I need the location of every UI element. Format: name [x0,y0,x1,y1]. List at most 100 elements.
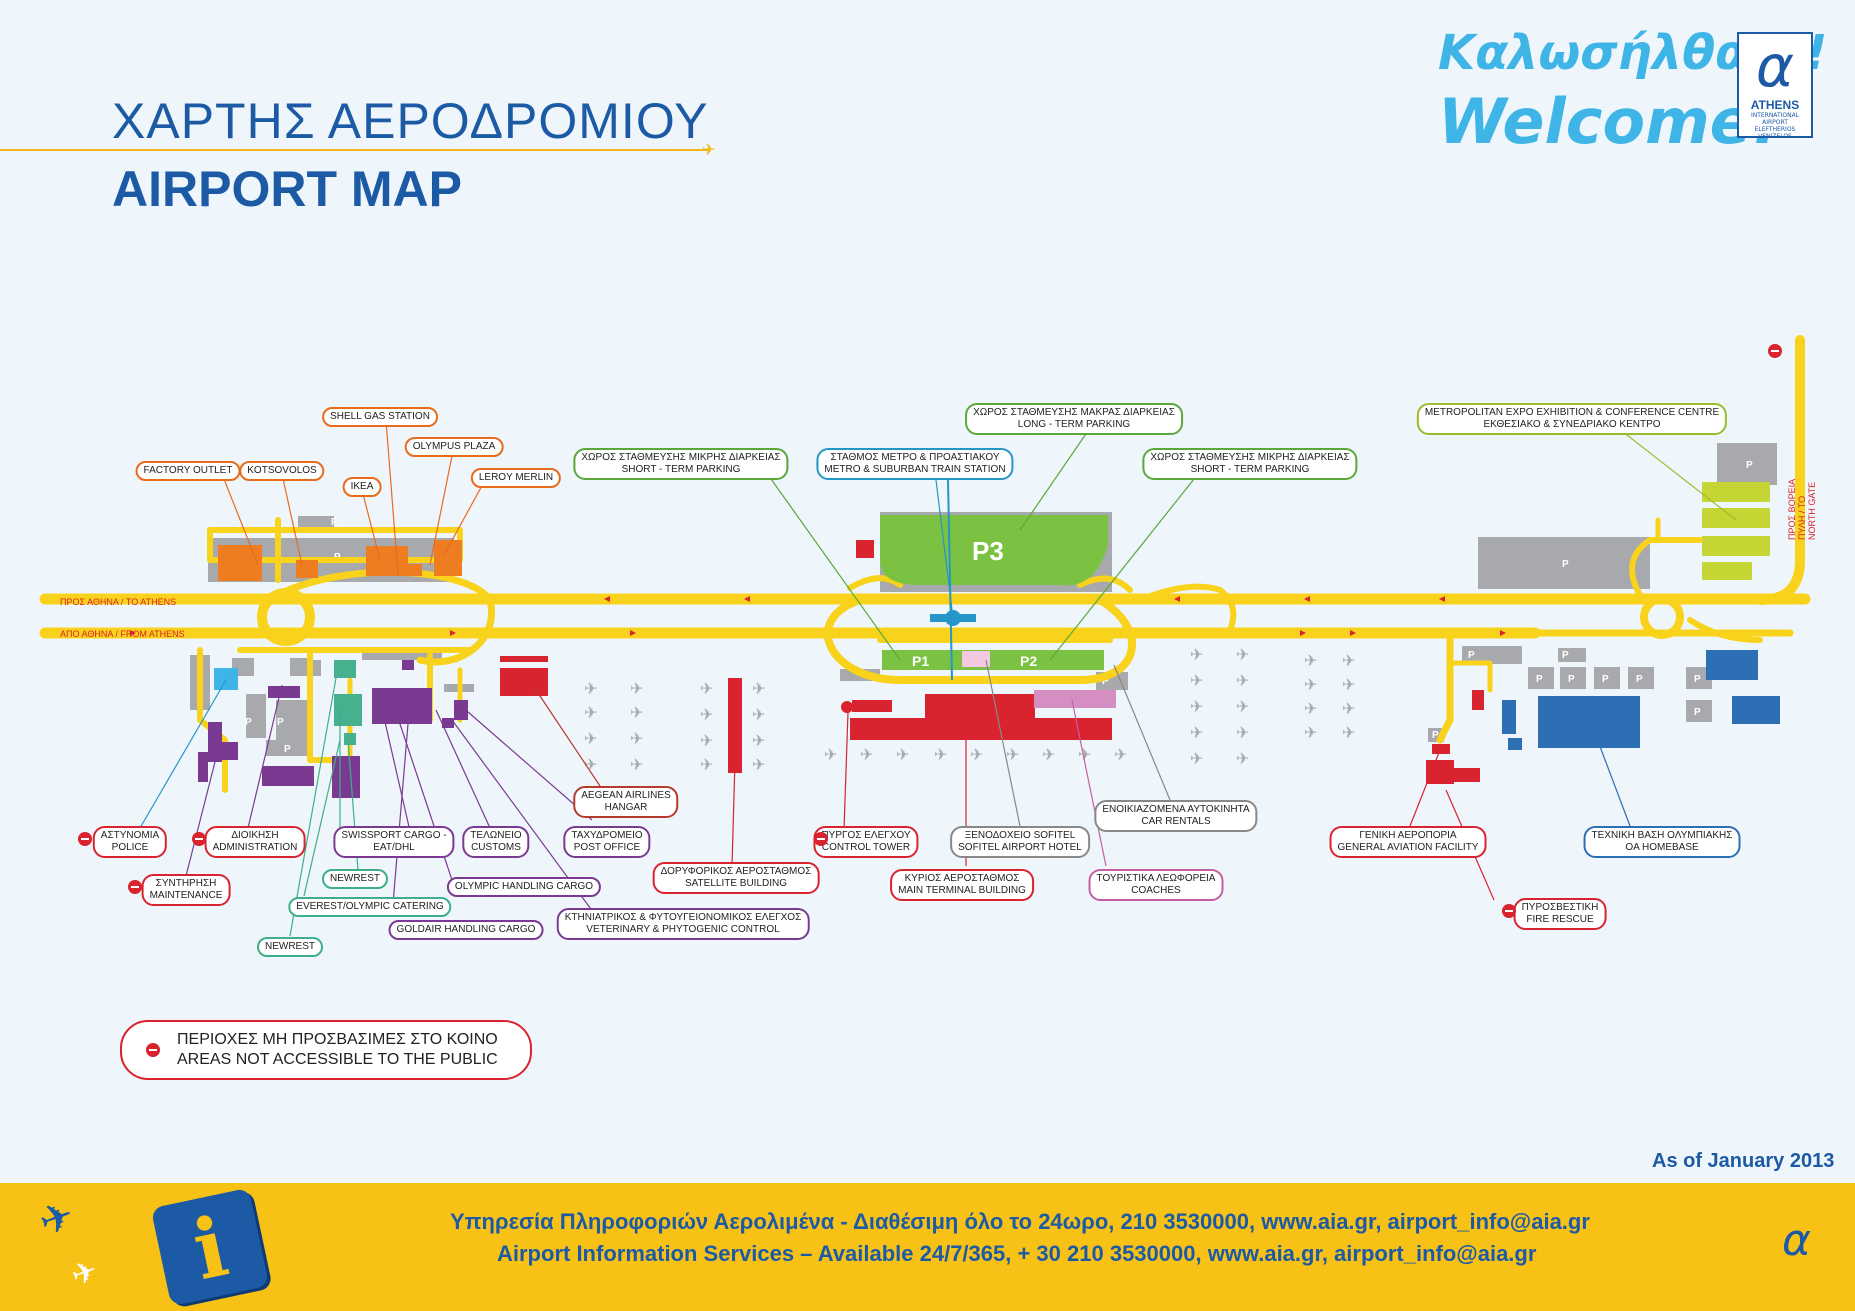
p2-label: P2 [1020,653,1037,669]
svg-text:✈: ✈ [1190,697,1203,716]
svg-text:✈: ✈ [1304,723,1317,742]
as-of-date: As of January 2013 [1652,1150,1835,1172]
label-newrest-1[interactable]: NEWREST [322,869,388,889]
alpha-logo-icon: α [1782,1215,1812,1266]
svg-text:✈: ✈ [700,705,713,724]
label-text: ΤΟΥΡΙΣΤΙΚΑ ΛΕΩΦΟΡΕΙΑ [1096,873,1216,884]
legend-text-gr: ΠΕΡΙΟΧΕΣ ΜΗ ΠΡΟΣΒΑΣΙΜΕΣ ΣΤΟ ΚΟΙΝΟ [177,1031,498,1048]
terminal-buildings [500,540,1484,784]
plane-icon: ✈ [702,140,716,159]
label-text: ΣΥΝΤΗΡΗΣΗ [155,878,217,889]
label-olympic-handling-cargo[interactable]: OLYMPIC HANDLING CARGO [446,877,602,897]
svg-text:✈: ✈ [700,731,713,750]
svg-text:✈: ✈ [752,731,765,750]
label-text: ΧΩΡΟΣ ΣΤΑΘΜΕΥΣΗΣ ΜΙΚΡΗΣ ΔΙΑΡΚΕΙΑΣ [1150,452,1350,463]
svg-text:✈: ✈ [970,745,983,764]
svg-text:P: P [1746,460,1753,471]
svg-text:✈: ✈ [1236,723,1249,742]
label-leroy-merlin[interactable]: LEROY MERLIN [470,468,562,488]
label-text: ΤΑΧΥΔΡΟΜΕΙΟ [571,830,643,841]
label-text: ΚΥΡΙΟΣ ΑΕΡΟΣΤΑΘΜΟΣ [904,873,1020,884]
svg-text:✈: ✈ [1304,675,1317,694]
label-text: FACTORY OUTLET [143,465,233,476]
label-text: ΣΤΑΘΜΟΣ ΜΕΤΡΟ & ΠΡΟΑΣΤΙΑΚΟΥ [830,452,1000,463]
svg-text:✈: ✈ [1236,645,1249,664]
info-icon: i [150,1187,270,1307]
svg-text:P: P [1562,650,1569,661]
label-text: SWISSPORT CARGO - [341,830,447,841]
label-factory-outlet[interactable]: FACTORY OUTLET [135,461,241,481]
label-text: ΕΚΘΕΣΙΑΚΟ & ΣΥΝΕΔΡΙΑΚΟ ΚΕΝΤΡΟ [1483,419,1661,430]
label-text: GOLDAIR HANDLING CARGO [396,924,536,935]
svg-text:P: P [1602,674,1609,685]
label-kotsovolos[interactable]: KOTSOVOLOS [239,461,325,481]
svg-text:✈: ✈ [584,729,597,748]
svg-text:P: P [1562,559,1569,570]
label-swissport-cargo[interactable]: SWISSPORT CARGO -EAT/DHL [333,826,455,858]
svg-text:✈: ✈ [630,755,643,774]
svg-text:P: P [277,717,284,728]
footer-info-greek: Υπηρεσία Πληροφοριών Αερολιμένα - Διαθέσ… [450,1209,1590,1234]
label-text: LONG - TERM PARKING [1017,419,1131,430]
label-text: ΠΥΡΓΟΣ ΕΛΕΓΧΟΥ [821,830,911,841]
label-text: ΔΟΡΥΦΟΡΙΚΟΣ ΑΕΡΟΣΤΑΘΜΟΣ [660,866,812,877]
no-entry-icon [1768,344,1782,358]
label-text: ADMINISTRATION [212,842,298,853]
svg-text:✈: ✈ [630,729,643,748]
label-shell[interactable]: SHELL GAS STATION [322,407,438,427]
label-text: OLYMPUS PLAZA [412,441,496,452]
label-text: ΤΕΛΩΝΕΙΟ [470,830,522,841]
leader-lines [139,419,1737,937]
label-text: ΧΩΡΟΣ ΣΤΑΘΜΕΥΣΗΣ ΜΙΚΡΗΣ ΔΙΑΡΚΕΙΑΣ [581,452,781,463]
label-olympus-plaza[interactable]: OLYMPUS PLAZA [404,437,504,457]
label-text: LEROY MERLIN [478,472,554,483]
label-expo-centre[interactable]: METROPOLITAN EXPO EXHIBITION & CONFERENC… [1416,403,1728,435]
svg-text:✈: ✈ [584,755,597,774]
svg-text:✈: ✈ [1236,671,1249,690]
legend: ΠΕΡΙΟΧΕΣ ΜΗ ΠΡΟΣΒΑΣΙΜΕΣ ΣΤΟ ΚΟΙΝΟ AREAS … [120,1020,532,1080]
no-entry-icon [146,1043,160,1057]
page-title-greek: ΧΑΡΤΗΣ ΑΕΡΟΔΡΟΜΙΟΥ [112,93,709,149]
logo-sub2: ELEFTHERIOS VENIZELOS [1754,126,1796,140]
short-term-parking-area [882,650,1104,670]
no-entry-icon [128,880,142,894]
label-newrest-2[interactable]: NEWREST [257,937,323,957]
direction-arrows [130,596,1506,636]
no-entry-icon [78,832,92,846]
svg-text:✈: ✈ [1236,749,1249,768]
welcome-english: Welcome! [1438,85,1780,158]
no-entry-icon [814,832,828,846]
label-goldair-cargo[interactable]: GOLDAIR HANDLING CARGO [388,920,544,940]
label-ikea[interactable]: IKEA [342,477,382,497]
svg-text:✈: ✈ [1190,749,1203,768]
label-text: METRO & SUBURBAN TRAIN STATION [824,464,1006,475]
label-everest-catering[interactable]: EVEREST/OLYMPIC CATERING [288,897,452,917]
svg-text:✈: ✈ [1342,651,1355,670]
page-title: AIRPORT MAP [112,161,462,217]
label-text: METROPOLITAN EXPO EXHIBITION & CONFERENC… [1424,407,1720,418]
svg-text:P: P [284,744,291,755]
label-text: AEGEAN AIRLINES [581,790,671,801]
label-text: SHORT - TERM PARKING [621,464,741,475]
label-text: CUSTOMS [471,842,521,853]
